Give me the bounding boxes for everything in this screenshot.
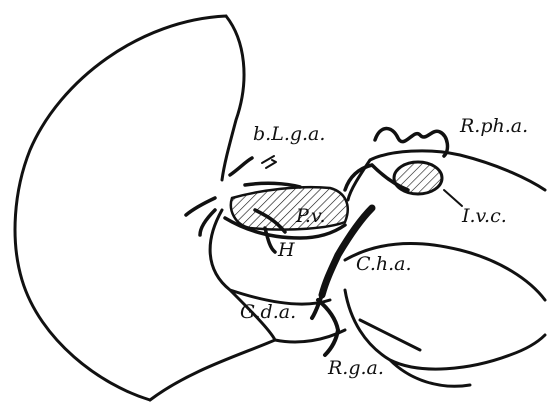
label-c-h-a: C.h.a.	[356, 253, 412, 275]
label-r-g-a: R.g.a.	[327, 357, 384, 379]
left-lobe-outline	[15, 16, 244, 400]
label-b-l-g-a: b.L.g.a.	[253, 123, 325, 145]
label-p-v: P.v.	[295, 205, 326, 227]
label-i-v-c: I.v.c.	[461, 205, 507, 227]
blga-pointer	[262, 156, 276, 168]
ivc-pointer	[444, 190, 462, 206]
inferior-vena-cava	[394, 162, 442, 194]
label-g-d-a: G.d.a.	[240, 301, 296, 323]
label-h: H	[277, 239, 295, 261]
portal-vein-region	[231, 187, 348, 229]
label-r-ph-a: R.ph.a.	[459, 115, 528, 137]
